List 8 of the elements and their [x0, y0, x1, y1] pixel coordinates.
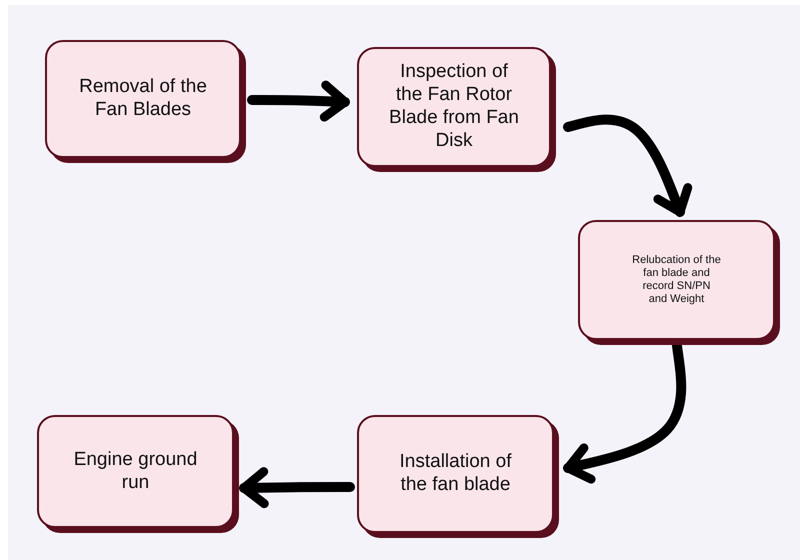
- arrow: [239, 467, 355, 508]
- step-label: Removal of the Fan Blades: [78, 76, 208, 122]
- step-label: Relubcation of the fan blade and record SN/PN and Weight: [631, 254, 722, 306]
- arrow: [563, 114, 692, 217]
- step-label: Engine ground run: [72, 448, 198, 494]
- step-label: Inspection of the Fan Rotor Blade from Fan Disk: [389, 61, 519, 153]
- arrow: [247, 80, 350, 122]
- step-label: Installation of the fan blade: [398, 451, 512, 497]
